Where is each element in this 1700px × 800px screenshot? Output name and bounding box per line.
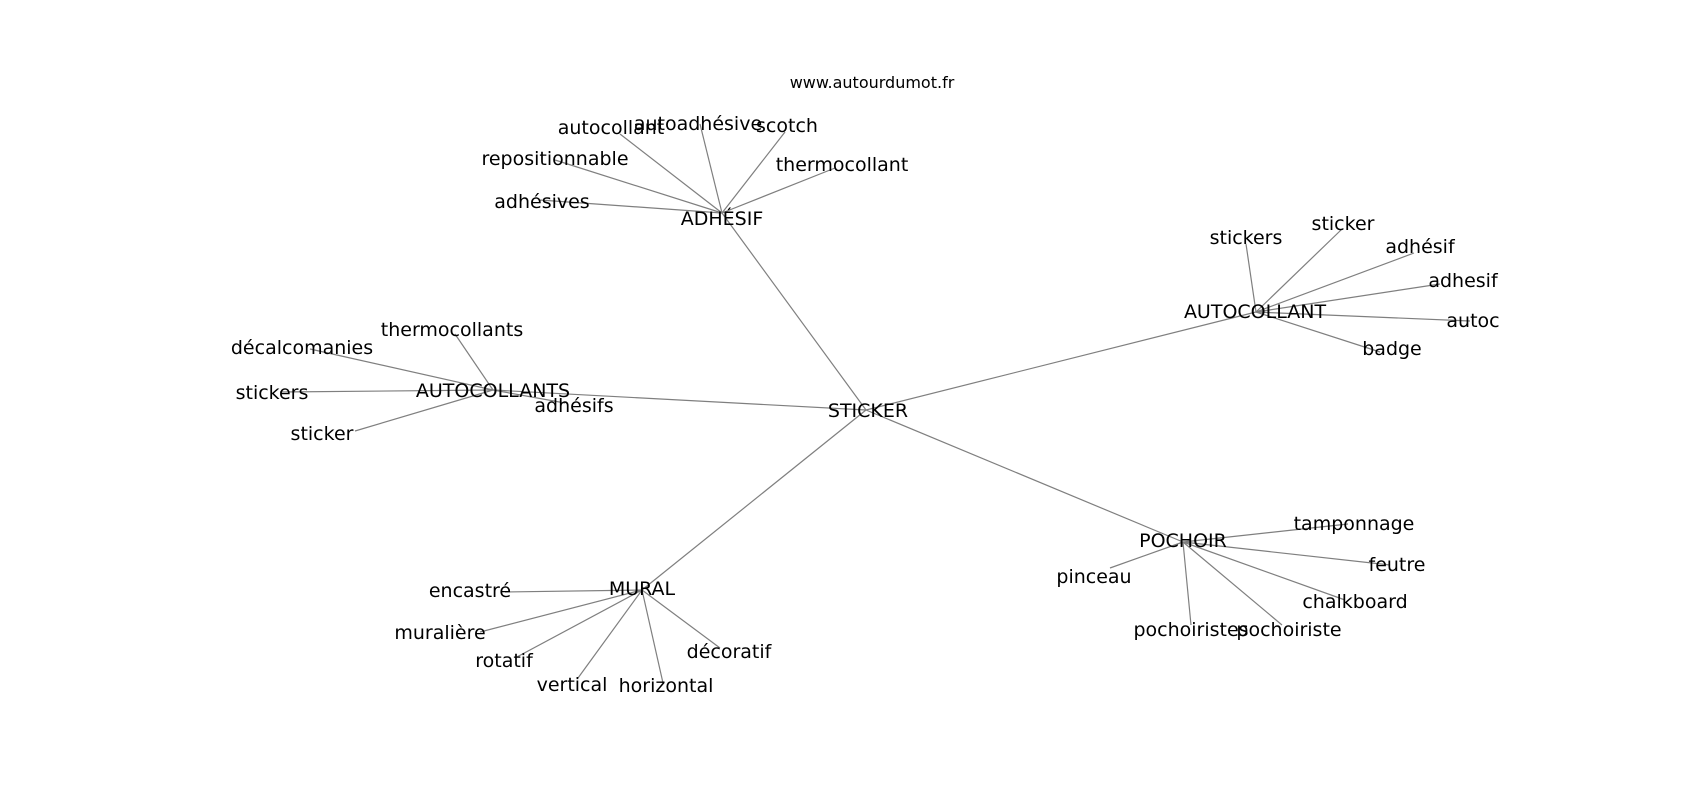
edge-autocollant-adhesif bbox=[1255, 252, 1415, 313]
leaf-node-sticker[interactable]: sticker bbox=[1312, 213, 1375, 235]
leaf-node-pinceau[interactable]: pinceau bbox=[1056, 566, 1131, 588]
edge-autocollants-sticker bbox=[354, 389, 494, 432]
leaf-node-pochoiristes[interactable]: pochoiristes bbox=[1133, 619, 1248, 641]
edge-adhesif-autocollant bbox=[619, 133, 723, 214]
leaf-node-badge[interactable]: badge bbox=[1362, 338, 1422, 360]
edge-adhesif-adhesives bbox=[539, 199, 723, 214]
hub-node-autocollant[interactable]: AUTOCOLLANT bbox=[1184, 301, 1327, 323]
leaf-node-autoc[interactable]: autoc bbox=[1446, 310, 1499, 332]
edge-adhesif-autoadhesive bbox=[699, 123, 723, 214]
leaf-node-thermocollant[interactable]: thermocollant bbox=[776, 154, 909, 176]
edge-adhesif-repositionnable bbox=[554, 159, 723, 214]
leaf-node-decalcomanies[interactable]: décalcomanies bbox=[231, 337, 373, 359]
center-node-label[interactable]: STICKER bbox=[828, 400, 908, 422]
leaf-node-autoadhesive[interactable]: autoadhésive bbox=[634, 113, 762, 135]
edge-pochoir-chalkboard bbox=[1182, 541, 1346, 601]
leaf-node-adhesif[interactable]: adhésif bbox=[1385, 236, 1456, 258]
edge-autocollant-stickers bbox=[1245, 243, 1257, 313]
source-url[interactable]: www.autourdumot.fr bbox=[790, 73, 955, 92]
hub-node-pochoir[interactable]: POCHOIR bbox=[1139, 530, 1227, 552]
edge-center-adhesif bbox=[721, 212, 867, 411]
leaf-node-scotch[interactable]: scotch bbox=[756, 115, 818, 137]
graph-labels: STICKER ADHÉSIF autocollantautoadhésivesco… bbox=[231, 113, 1500, 697]
leaf-node-sticker[interactable]: sticker bbox=[291, 423, 354, 445]
edge-center-pochoir bbox=[865, 409, 1184, 543]
leaf-node-horizontal[interactable]: horizontal bbox=[619, 675, 714, 697]
leaf-node-stickers[interactable]: stickers bbox=[236, 382, 309, 404]
edge-mural-encastre bbox=[504, 589, 643, 593]
hub-node-mural[interactable]: MURAL bbox=[609, 578, 676, 600]
edge-autocollants-decalcomanies bbox=[309, 348, 494, 391]
leaf-node-decoratif[interactable]: décoratif bbox=[687, 641, 773, 663]
leaf-node-repositionnable[interactable]: repositionnable bbox=[481, 148, 628, 170]
leaf-node-adhesives[interactable]: adhésives bbox=[494, 191, 589, 213]
edge-autocollants-thermocollants bbox=[454, 333, 494, 391]
leaf-node-pochoiriste[interactable]: pochoiriste bbox=[1236, 619, 1341, 641]
edge-pochoir-pochoiristes bbox=[1182, 541, 1192, 626]
hub-node-adhesif[interactable]: ADHÉSIF bbox=[681, 207, 764, 230]
edge-autocollant-sticker bbox=[1255, 229, 1342, 313]
edge-center-autocollants bbox=[492, 389, 867, 411]
edge-pochoir-pochoiriste bbox=[1182, 541, 1283, 626]
leaf-node-encastre[interactable]: encastré bbox=[429, 580, 511, 602]
edge-adhesif-thermocollant bbox=[721, 167, 836, 214]
edge-adhesif-scotch bbox=[721, 131, 786, 214]
edge-mural-decoratif bbox=[641, 589, 721, 649]
edge-center-mural bbox=[641, 409, 867, 591]
edge-pochoir-pinceau bbox=[1109, 541, 1184, 569]
graph-edges bbox=[279, 123, 1471, 684]
leaf-node-feutre[interactable]: feutre bbox=[1369, 554, 1426, 576]
leaf-node-muraliere[interactable]: muralière bbox=[394, 622, 485, 644]
edge-autocollant-autoc bbox=[1255, 311, 1471, 322]
edge-autocollant-badge bbox=[1255, 311, 1381, 353]
edge-center-autocollant bbox=[865, 311, 1257, 411]
edge-mural-muraliere bbox=[479, 589, 643, 633]
leaf-node-thermocollants[interactable]: thermocollants bbox=[381, 319, 523, 341]
leaf-node-tamponnage[interactable]: tamponnage bbox=[1294, 513, 1415, 535]
leaf-node-autocollant[interactable]: autocollant bbox=[558, 117, 665, 139]
edge-autocollants-stickers bbox=[279, 389, 494, 393]
edge-mural-rotatif bbox=[514, 589, 643, 659]
edge-pochoir-feutre bbox=[1182, 541, 1391, 566]
leaf-node-chalkboard[interactable]: chalkboard bbox=[1302, 591, 1407, 613]
hub-node-autocollants[interactable]: AUTOCOLLANTS bbox=[416, 380, 570, 402]
leaf-node-stickers[interactable]: stickers bbox=[1210, 227, 1283, 249]
leaf-node-adhesifs[interactable]: adhésifs bbox=[534, 395, 613, 417]
leaf-node-adhesif[interactable]: adhesif bbox=[1428, 270, 1499, 292]
leaf-node-vertical[interactable]: vertical bbox=[537, 674, 608, 696]
leaf-node-rotatif[interactable]: rotatif bbox=[475, 650, 534, 672]
edge-mural-horizontal bbox=[641, 589, 664, 684]
edge-mural-vertical bbox=[577, 589, 643, 679]
edge-pochoir-tamponnage bbox=[1182, 523, 1349, 543]
edge-autocollants-adhesifs bbox=[492, 389, 566, 404]
edge-autocollant-adhesif bbox=[1255, 283, 1441, 313]
